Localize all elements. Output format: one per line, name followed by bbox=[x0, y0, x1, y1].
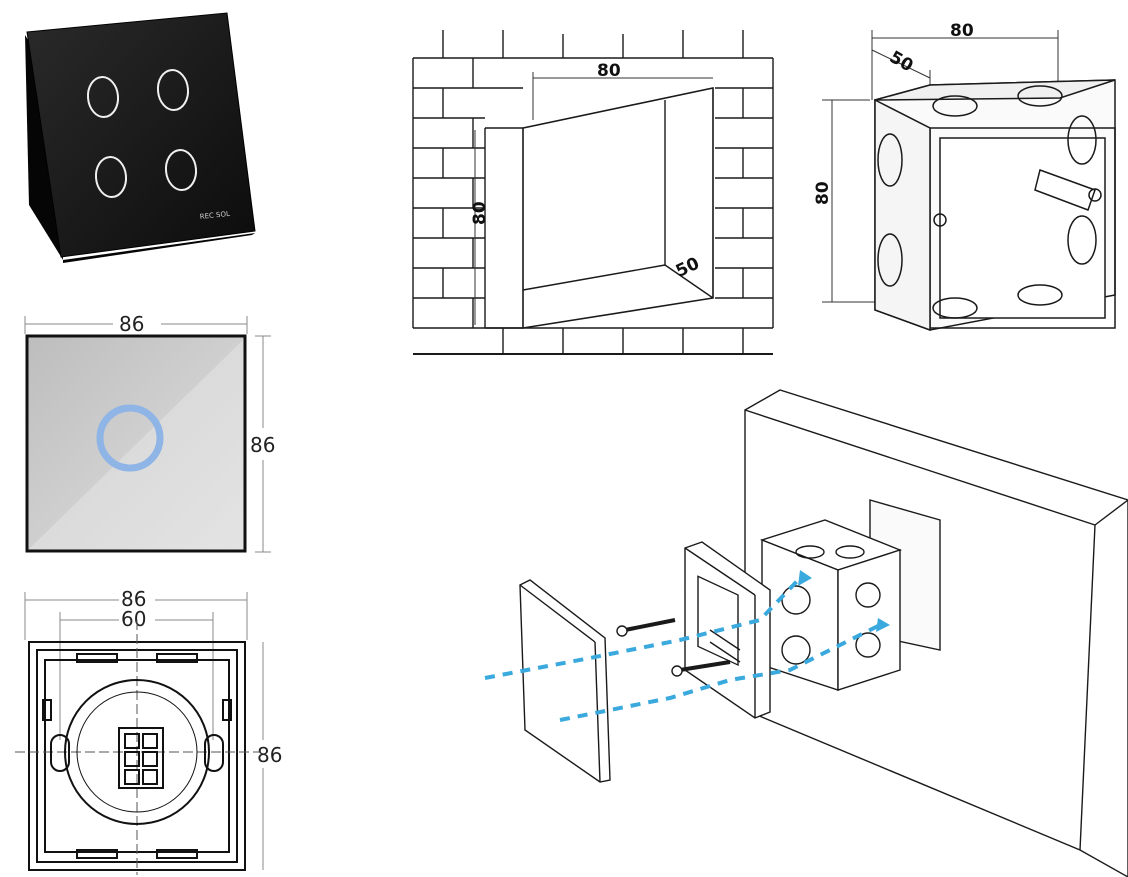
installation-arrows bbox=[484, 576, 881, 722]
exploded-front-panel bbox=[519, 579, 611, 783]
touch-button-4 bbox=[164, 149, 198, 191]
back-height-label: 86 bbox=[257, 743, 282, 767]
back-frame bbox=[15, 620, 260, 875]
back-view-drawing: 86 60 86 bbox=[15, 580, 290, 875]
junction-box-drawing: 80 50 80 bbox=[810, 10, 1128, 350]
cutout-width-label: 80 bbox=[597, 61, 621, 81]
front-view-drawing: 86 86 bbox=[15, 300, 290, 562]
installation-exploded-view bbox=[470, 380, 1128, 877]
wall-cutout-drawing: 80 80 50 bbox=[405, 20, 780, 360]
front-width-label: 86 bbox=[119, 312, 144, 336]
wall-cutout bbox=[522, 87, 714, 329]
box-depth-label: 50 bbox=[886, 47, 917, 76]
touch-ring bbox=[96, 404, 164, 472]
cutout-height-label: 80 bbox=[470, 201, 490, 225]
switch-photo-graphic: REC SOL bbox=[25, 12, 256, 263]
front-height-label: 86 bbox=[250, 433, 275, 457]
box-height-label: 80 bbox=[813, 181, 833, 205]
touch-button-2 bbox=[156, 69, 190, 111]
exploded-switch-base bbox=[684, 541, 771, 719]
back-width-label: 86 bbox=[121, 587, 146, 611]
brand-logo: REC SOL bbox=[199, 210, 230, 221]
back-hole-spacing-label: 60 bbox=[121, 607, 146, 631]
box-width-label: 80 bbox=[950, 21, 974, 41]
touch-button-3 bbox=[94, 156, 128, 198]
exploded-junction-box bbox=[759, 519, 903, 691]
touch-button-1 bbox=[86, 76, 120, 118]
screws bbox=[616, 618, 731, 677]
product-photo: REC SOL bbox=[5, 5, 270, 275]
